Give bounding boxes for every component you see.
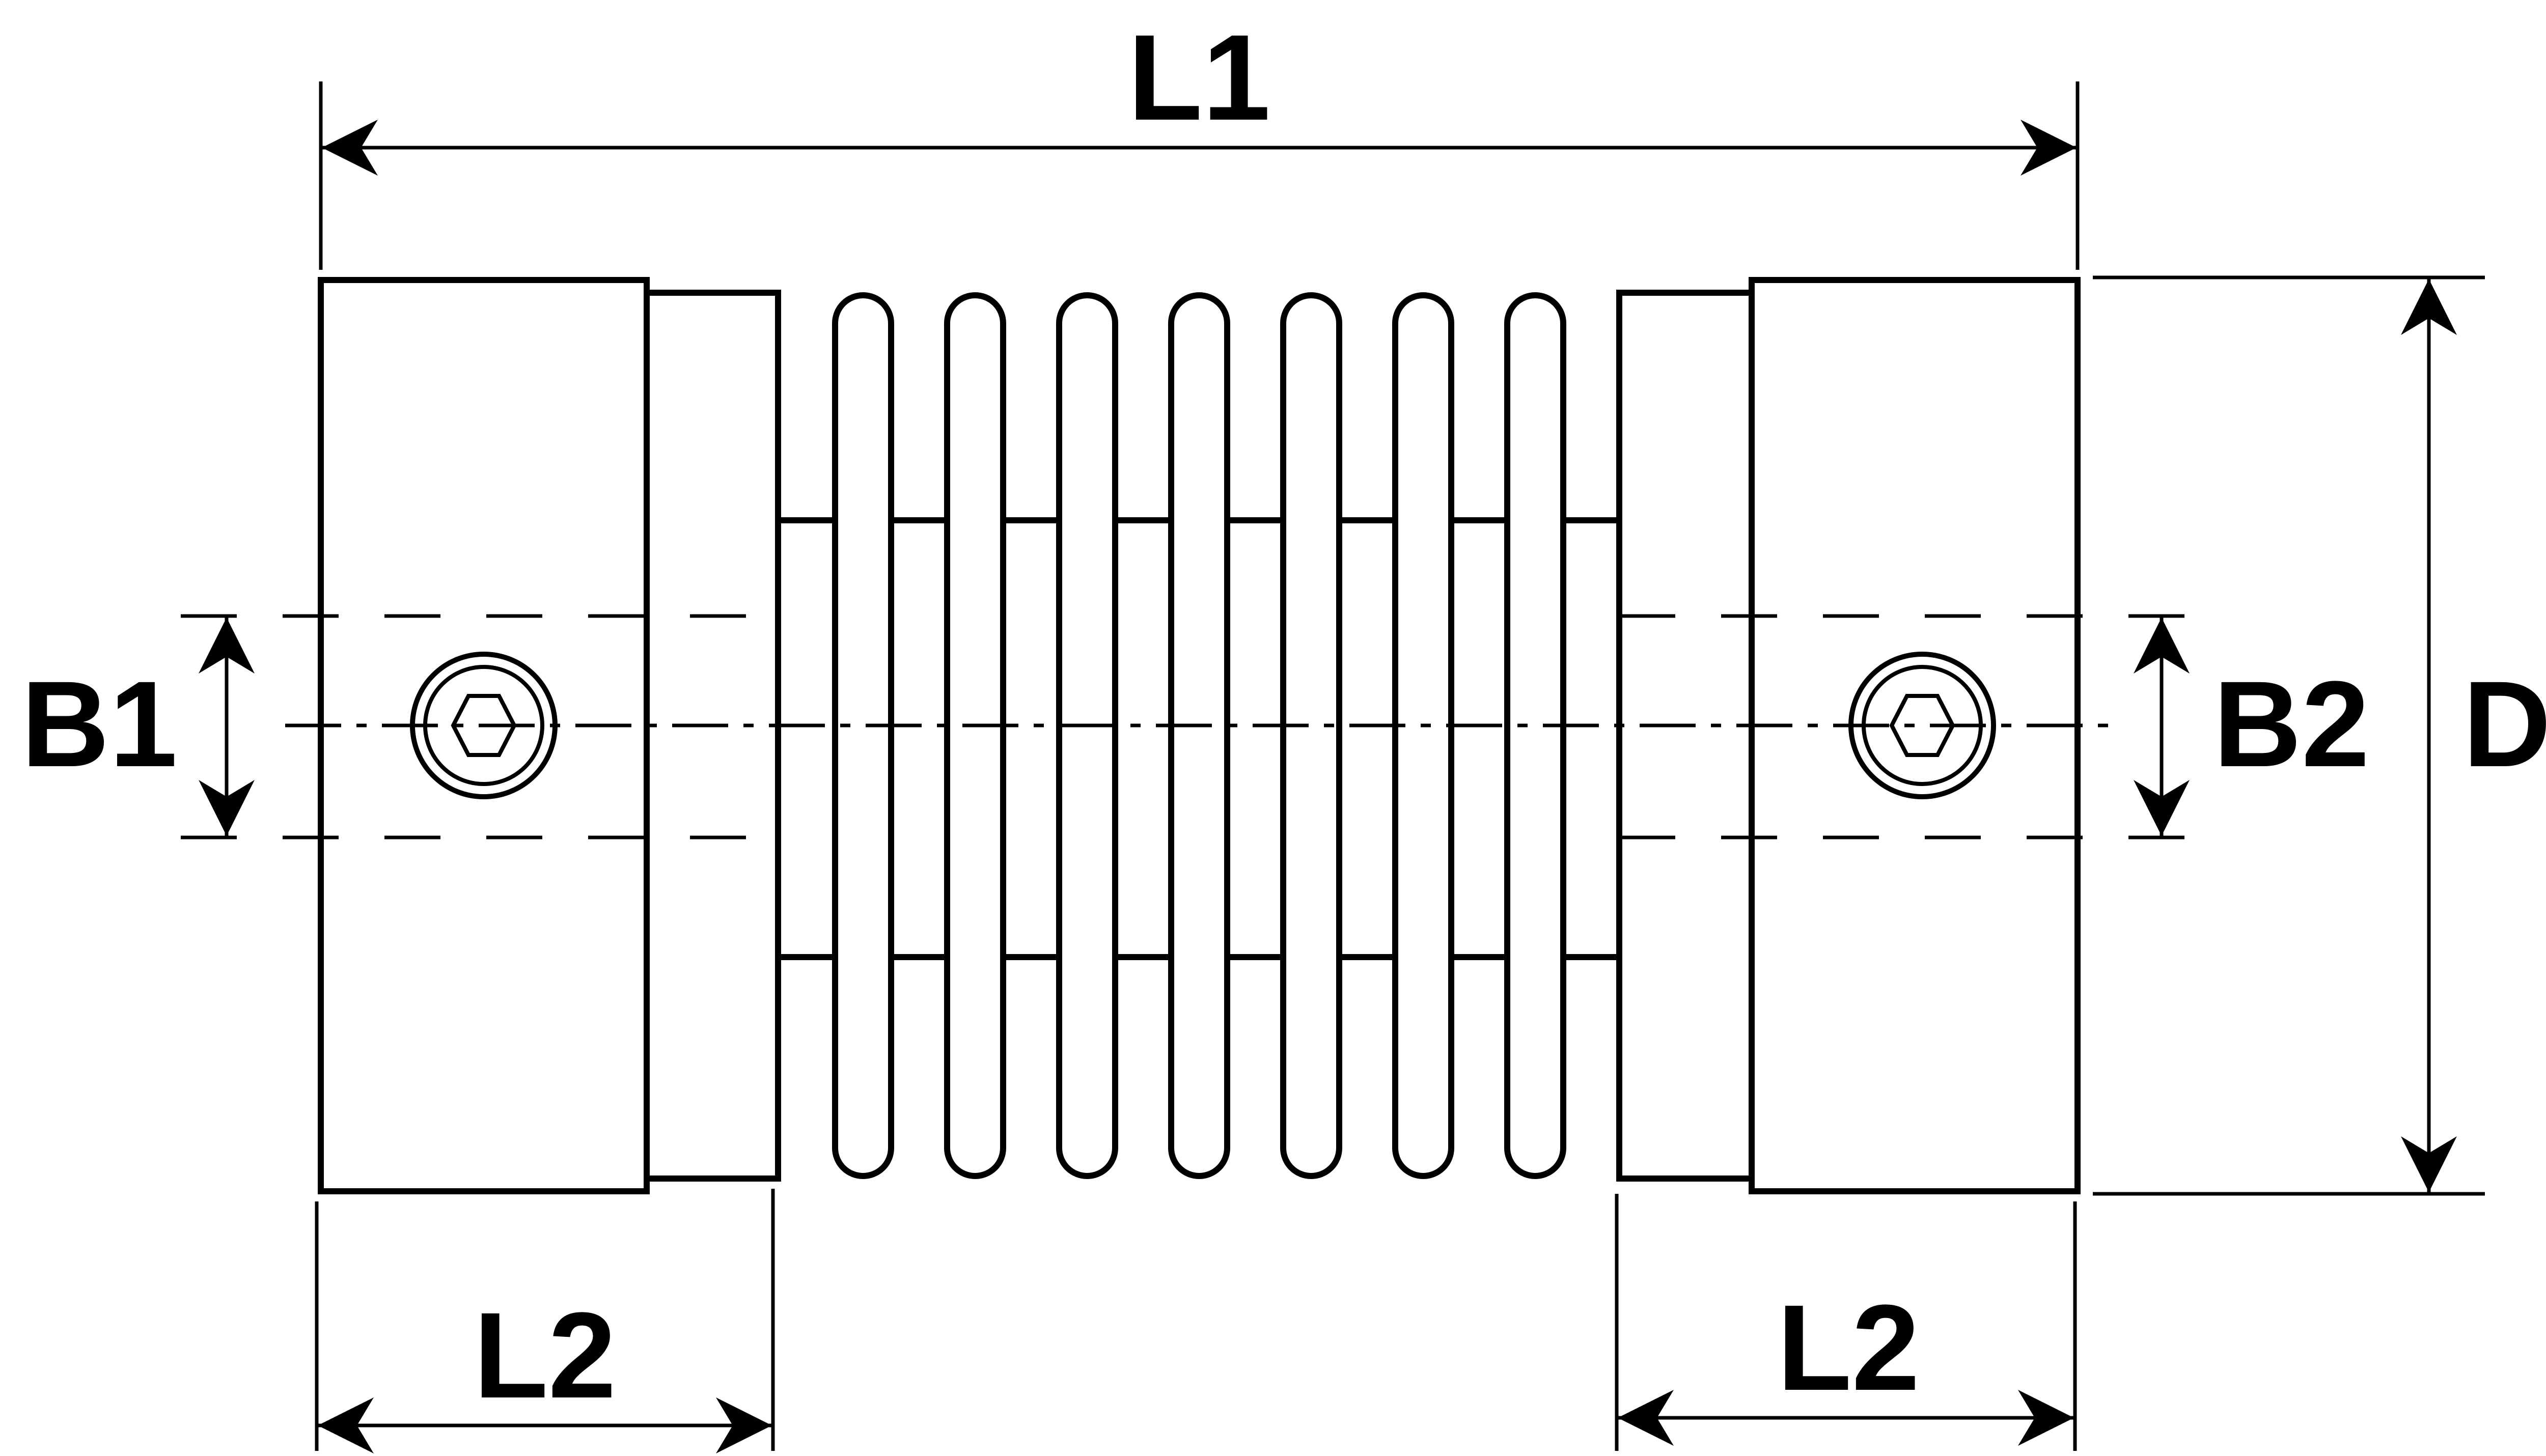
dimension-lines xyxy=(199,120,2457,1453)
right-hub xyxy=(1616,277,2081,1194)
bellows-convolution xyxy=(1168,292,1230,1179)
label-b1: B1 xyxy=(21,656,178,792)
bellows-convolution xyxy=(1056,292,1118,1179)
right-hub-body xyxy=(1749,277,2081,1194)
label-b2: B2 xyxy=(2213,656,2370,792)
dimension-labels: L1 L2 L2 B1 B2 D1 xyxy=(21,9,2546,1423)
bellows-convolution xyxy=(1504,292,1566,1179)
bellows-convolution xyxy=(944,292,1006,1179)
bellows-convolution xyxy=(1392,292,1454,1179)
left-hub-collar xyxy=(644,290,781,1182)
left-hub xyxy=(318,277,781,1194)
label-l1: L1 xyxy=(1128,9,1270,146)
label-l2-right: L2 xyxy=(1777,1279,1920,1416)
right-hub-collar xyxy=(1616,290,1755,1182)
bellows-convolution xyxy=(832,292,894,1179)
bellows xyxy=(778,292,1619,1179)
bellows-convolution xyxy=(1280,292,1342,1179)
label-d1: D1 xyxy=(2463,656,2546,792)
label-l2-left: L2 xyxy=(474,1287,616,1423)
extension-lines xyxy=(315,81,2485,1451)
